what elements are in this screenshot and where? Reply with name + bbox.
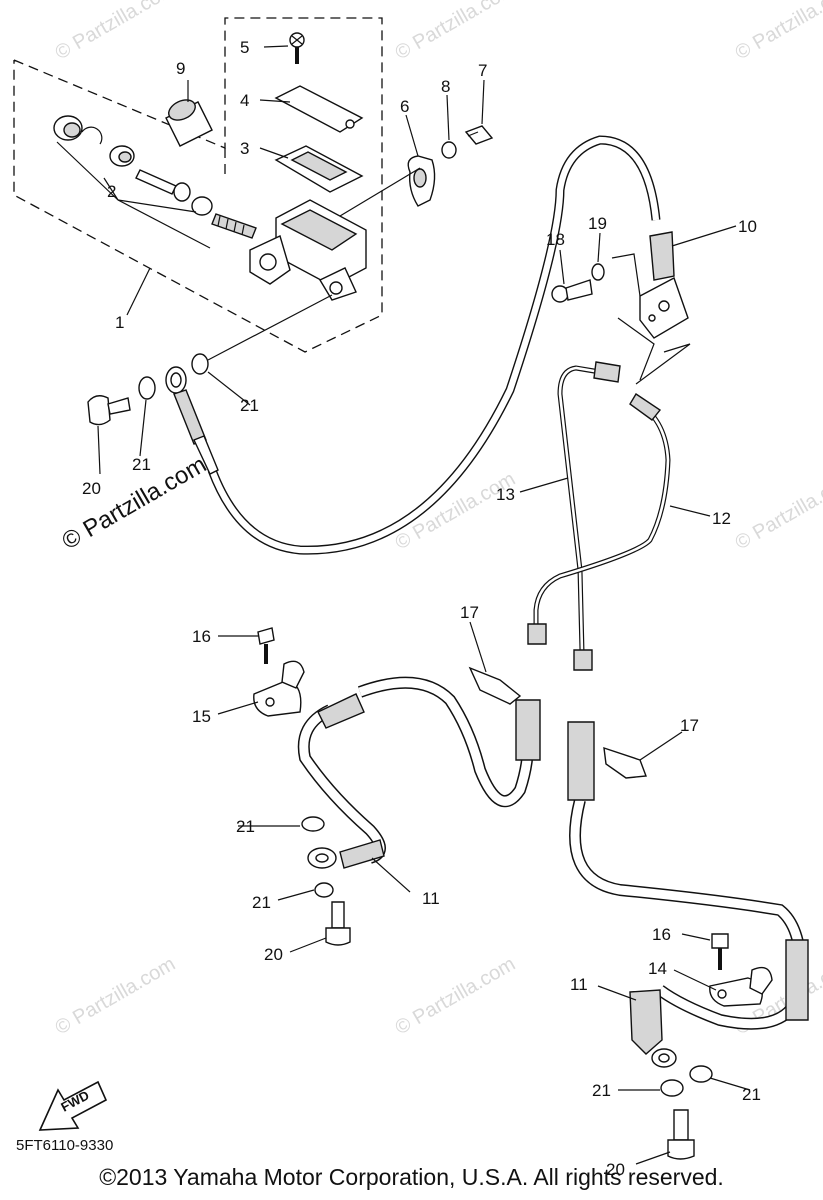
washer-21-c — [301, 816, 325, 832]
part-19-washer — [591, 263, 605, 281]
callout-21-f: 21 — [592, 1081, 611, 1100]
right-lower-hose — [567, 721, 809, 1068]
callout-17-lower: 17 — [680, 716, 699, 735]
part-18-bolt — [551, 279, 593, 303]
union-bolt-20-right — [667, 1109, 695, 1160]
callout-6: 6 — [400, 97, 409, 116]
callout-21-e: 21 — [742, 1085, 761, 1104]
washer-21-a — [138, 376, 156, 400]
callout-21-d: 21 — [252, 893, 271, 912]
callout-16-left: 16 — [192, 627, 211, 646]
callout-10: 10 — [738, 217, 757, 236]
clip-17-upper — [468, 666, 522, 705]
callout-11-right: 11 — [570, 975, 588, 994]
assembly-outlines — [13, 17, 383, 353]
callout-9: 9 — [176, 59, 185, 78]
callout-7: 7 — [478, 61, 487, 80]
watermark: © Partzilla.com — [392, 0, 520, 64]
callout-11-left: 11 — [422, 889, 440, 908]
catalog-code: 5FT6110-9330 — [16, 1137, 114, 1154]
joint-block-parts — [551, 231, 691, 385]
watermark: © Partzilla.com — [52, 953, 180, 1039]
washer-21-e — [689, 1065, 713, 1083]
part-2-piston-kit — [53, 115, 257, 239]
callout-15: 15 — [192, 707, 211, 726]
callout-18: 18 — [546, 230, 565, 249]
upper-brake-hose — [207, 135, 661, 555]
part-7-bolt — [464, 125, 494, 145]
callout-20-right: 20 — [606, 1160, 625, 1179]
brake-pipes — [527, 361, 671, 671]
callout-13: 13 — [496, 485, 515, 504]
clip-17-lower — [603, 746, 647, 779]
washer-21-b — [191, 353, 209, 375]
callout-16-right: 16 — [652, 925, 671, 944]
callout-5: 5 — [240, 38, 249, 57]
watermark: © Partzilla.com — [732, 0, 823, 64]
bracket-14 — [709, 933, 773, 1007]
callout-17-upper: 17 — [460, 603, 479, 622]
callout-21-c: 21 — [236, 817, 255, 836]
callout-12: 12 — [712, 509, 731, 528]
handlebar-clamp-parts — [339, 125, 494, 217]
callout-2: 2 — [107, 182, 116, 201]
part-3-diaphragm — [274, 145, 364, 193]
callout-19: 19 — [588, 214, 607, 233]
forward-direction-arrow: FWD — [38, 1080, 108, 1131]
callout-14: 14 — [648, 959, 667, 978]
part-8-washer — [441, 141, 457, 159]
part-9-sleeve — [165, 99, 213, 147]
washer-21-d — [314, 882, 334, 898]
part-5-screw — [289, 32, 305, 64]
master-cylinder-body — [249, 199, 367, 301]
callout-20-left: 20 — [264, 945, 283, 964]
callout-21-a: 21 — [132, 455, 151, 474]
callout-8: 8 — [441, 77, 450, 96]
callout-numbers: 9 5 4 3 6 8 7 2 1 10 18 19 12 13 17 17 1… — [82, 38, 761, 1179]
copyright-notice: ©2013 Yamaha Motor Corporation, U.S.A. A… — [99, 1164, 724, 1190]
watermark: © Partzilla.com — [392, 953, 520, 1039]
union-bolt-20-upper — [87, 395, 131, 426]
callout-leaders — [97, 45, 751, 1165]
callout-4: 4 — [240, 91, 249, 110]
left-lower-hose — [297, 676, 541, 869]
part-4-cap — [274, 85, 364, 133]
callout-3: 3 — [240, 139, 249, 158]
union-bolt-20-left — [325, 901, 351, 946]
washer-21-f — [660, 1079, 684, 1097]
watermark: © Partzilla.com — [52, 0, 180, 64]
callout-20-upper: 20 — [82, 479, 101, 498]
callout-21-b: 21 — [240, 396, 259, 415]
master-cylinder-assembly-outline — [13, 17, 383, 353]
bracket-15 — [253, 627, 305, 717]
callout-1: 1 — [115, 313, 124, 332]
hose-end-fitting-upper — [165, 366, 219, 475]
master-cylinder-parts — [53, 32, 367, 301]
watermark-layer: © Partzilla.com © Partzilla.com © Partzi… — [52, 0, 823, 1039]
watermark: © Partzilla.com — [732, 468, 823, 554]
